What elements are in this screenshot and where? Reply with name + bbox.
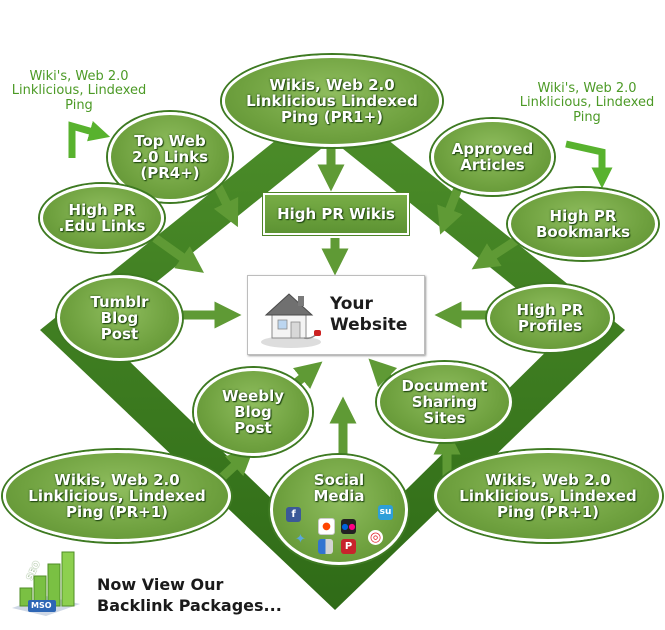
mso-logo-text: MSO xyxy=(31,601,52,610)
facebook-icon: f xyxy=(286,507,301,522)
arrow-bookmarks xyxy=(471,234,523,270)
delicious-icon xyxy=(318,539,333,554)
backlink-packages-link[interactable]: Now View Our Backlink Packages... xyxy=(97,575,282,615)
your-website-label: Your Website xyxy=(330,294,408,336)
pinterest-icon: P xyxy=(341,539,356,554)
node-high-pr-bookmarks: High PR Bookmarks xyxy=(508,188,658,260)
node-document-sharing: Document Sharing Sites xyxy=(377,362,512,442)
node-high-pr-wikis: High PR Wikis xyxy=(263,193,409,235)
your-website-box: Your Website xyxy=(247,275,425,355)
node-top-web20-links: Top Web 2.0 Links (PR4+) xyxy=(108,112,232,202)
stumbleupon-icon: su xyxy=(378,505,393,520)
reddit-icon: ● xyxy=(318,518,335,535)
node-weebly: Weebly Blog Post xyxy=(194,368,312,456)
node-edu-links: High PR .Edu Links xyxy=(40,184,164,252)
social-media-label: Social Media xyxy=(313,471,365,506)
arrow-edu xyxy=(152,234,205,273)
target-icon: ◎ xyxy=(368,530,383,545)
node-bottom-left-wikis: Wikis, Web 2.0 Linklicious, Lindexed Pin… xyxy=(3,450,231,542)
note-top-left: Wiki's, Web 2.0 Linklicious, Lindexed Pi… xyxy=(11,69,147,113)
node-top-wikis: Wikis, Web 2.0 Linklicious Lindexed Ping… xyxy=(222,55,442,147)
node-high-pr-profiles: High PR Profiles xyxy=(487,284,613,352)
twitter-icon: ✦ xyxy=(295,532,306,547)
note-arrow-right xyxy=(565,140,613,189)
flickr-icon: ●● xyxy=(341,519,356,534)
node-bottom-right-wikis: Wikis, Web 2.0 Linklicious, Lindexed Pin… xyxy=(434,450,662,542)
seo-logo-icon xyxy=(12,551,80,616)
note-top-right: Wiki's, Web 2.0 Linklicious, Lindexed Pi… xyxy=(519,81,655,125)
node-tumblr: Tumblr Blog Post xyxy=(57,275,182,361)
house-icon xyxy=(261,293,321,348)
node-approved-articles: Approved Articles xyxy=(431,119,554,195)
note-arrow-left xyxy=(68,121,111,158)
